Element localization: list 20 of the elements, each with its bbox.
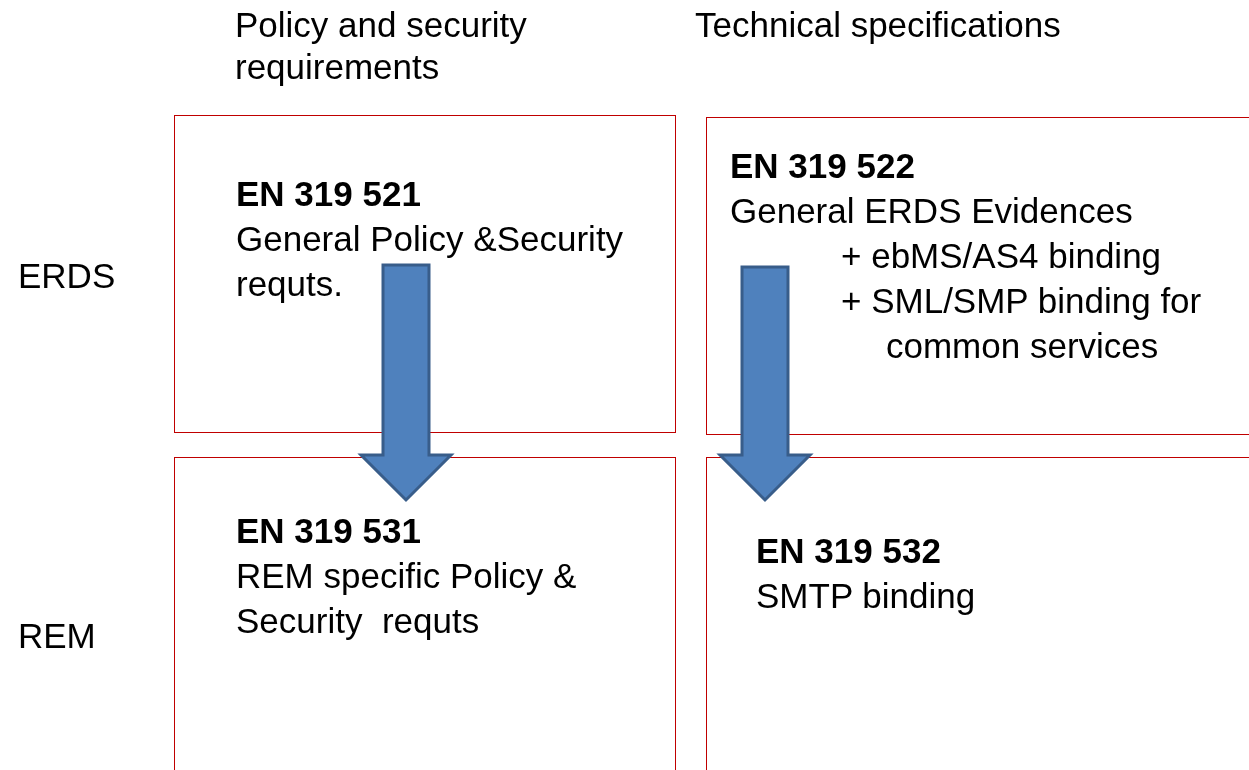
- row-heading: ERDS: [18, 255, 117, 297]
- spec-description: + SML/SMP binding for common services: [841, 280, 1203, 367]
- standard-number: EN 319 522: [730, 145, 916, 187]
- standard-number: EN 319 532: [756, 530, 942, 572]
- row-heading: REM: [18, 615, 97, 657]
- column-heading: Policy and security requirements: [235, 4, 528, 88]
- spec-description: SMTP binding: [756, 575, 977, 617]
- block-arrow: [716, 265, 814, 503]
- spec-description: General Policy &Security requts.: [236, 218, 625, 305]
- column-heading: Technical specifications: [695, 4, 1062, 46]
- spec-box: [706, 457, 1249, 770]
- spec-box: [174, 457, 676, 770]
- block-arrow: [357, 263, 455, 503]
- spec-box: [706, 117, 1249, 435]
- spec-description: + ebMS/AS4 binding: [841, 235, 1163, 277]
- standard-number: EN 319 521: [236, 173, 422, 215]
- spec-box: [174, 115, 676, 433]
- spec-description: REM specific Policy & Security requts: [236, 555, 578, 642]
- spec-description: General ERDS Evidences: [730, 190, 1134, 232]
- standard-number: EN 319 531: [236, 510, 422, 552]
